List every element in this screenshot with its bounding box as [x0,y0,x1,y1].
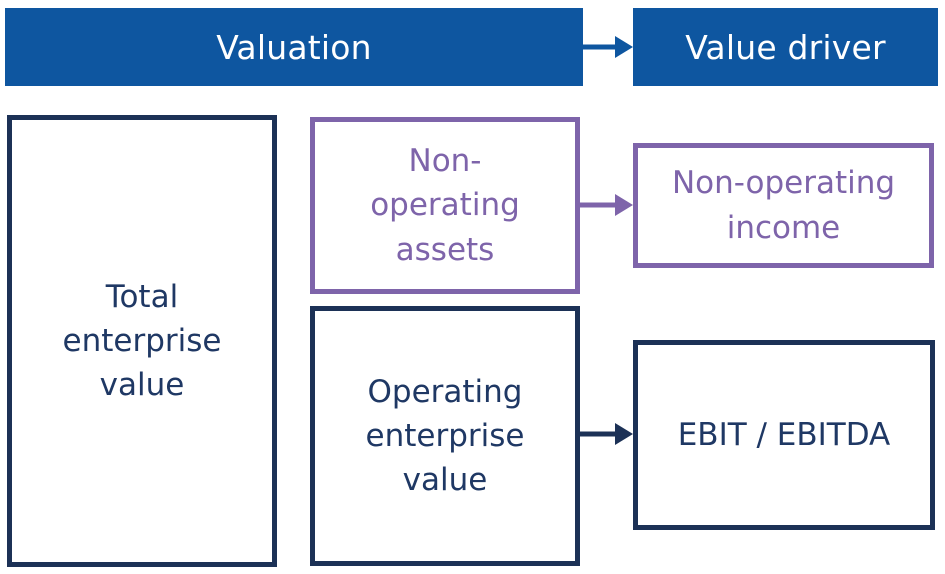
arrow-right-icon [580,194,633,216]
box-label-line: income [726,209,841,246]
box-label-line: enterprise [62,322,222,359]
box-label-line: value [99,367,185,403]
box-label-line: Operating [367,373,523,410]
box-label-line: operating [370,187,520,224]
non-operating-assets-box: Non- operating assets [310,117,580,294]
non-operating-income-box: Non-operating income [633,143,934,268]
box-label-line: Non- [408,143,482,180]
operating-enterprise-value-box: Operating enterprise value [310,306,580,566]
box-label-line: value [402,462,488,498]
ebit-ebitda-box: EBIT / EBITDA [633,340,935,530]
total-enterprise-value-box: Total enterprise value [7,115,277,567]
value-driver-header-label: Value driver [685,27,886,67]
box-label-line: assets [395,231,495,268]
box-label-line: Non-operating [671,165,896,202]
valuation-header-label: Valuation [216,27,372,67]
valuation-header: Valuation [5,8,583,86]
box-label-line: enterprise [365,417,525,454]
box-label-line: EBIT / EBITDA [677,416,891,453]
arrow-right-icon [583,36,633,58]
box-label-line: Total [105,278,179,315]
arrow-right-icon [580,423,633,445]
value-driver-header: Value driver [633,8,938,86]
